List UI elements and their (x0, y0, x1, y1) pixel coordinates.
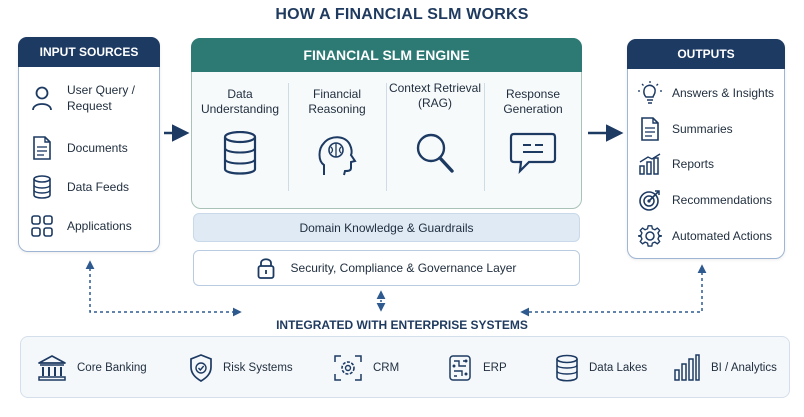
lightbulb-icon (638, 80, 662, 106)
step-divider (288, 83, 289, 191)
step-label: Data Understanding (200, 87, 280, 116)
diagram-title: HOW A FINANCIAL SLM WORKS (275, 6, 529, 23)
system-data-lakes: Data Lakes (555, 337, 647, 399)
engine-step-response-generation: Response Generation (485, 77, 581, 197)
input-item-data-feeds: Data Feeds (29, 174, 153, 200)
output-item-recommendations: Recommendations (638, 187, 778, 213)
output-item-label: Automated Actions (672, 229, 773, 243)
output-item-automated-actions: Automated Actions (638, 223, 778, 249)
system-crm: CRM (333, 337, 399, 399)
system-label: Core Banking (77, 362, 147, 374)
bar-chart-icon (673, 354, 701, 382)
system-erp: ERP (447, 337, 507, 399)
output-item-answers: Answers & Insights (638, 80, 778, 106)
outputs-panel: OUTPUTS Answers & Insights Summaries Rep… (627, 39, 785, 259)
step-divider (386, 83, 387, 191)
engine-step-financial-reasoning: Financial Reasoning (289, 77, 385, 197)
apps-grid-icon (29, 213, 55, 239)
output-item-reports: Reports (638, 151, 778, 177)
engine-step-data-understanding: Data Understanding (192, 77, 288, 197)
input-item-label: User Query / Request (67, 83, 136, 113)
security-layer-bar: Security, Compliance & Governance Layer (193, 250, 580, 286)
output-item-label: Recommendations (672, 193, 773, 207)
step-divider (484, 83, 485, 191)
system-label: Risk Systems (223, 362, 293, 374)
enterprise-heading: INTEGRATED WITH ENTERPRISE SYSTEMS (276, 318, 528, 332)
slm-engine-panel: FINANCIAL SLM ENGINE Data Understanding … (191, 38, 582, 209)
system-risk: Risk Systems (189, 337, 293, 399)
user-icon (29, 85, 55, 111)
output-item-summaries: Summaries (638, 116, 778, 142)
system-label: BI / Analytics (711, 362, 777, 374)
input-item-user-query: User Query / Request (29, 82, 153, 114)
input-item-label: Data Feeds (67, 180, 130, 194)
engine-step-context-retrieval: Context Retrieval (RAG) (387, 77, 483, 197)
circuit-icon (447, 353, 473, 383)
dashed-link-left (85, 260, 242, 317)
input-sources-heading: INPUT SOURCES (18, 37, 160, 67)
step-label: Context Retrieval (RAG) (388, 81, 482, 110)
document-icon (638, 116, 662, 142)
output-item-label: Summaries (672, 122, 733, 136)
system-label: CRM (373, 362, 400, 374)
gear-icon (638, 223, 662, 249)
database-icon (555, 354, 579, 382)
outputs-heading: OUTPUTS (627, 39, 785, 69)
bar-chart-icon (638, 151, 662, 177)
output-item-label: Answers & Insights (672, 86, 775, 100)
brain-head-icon (289, 131, 385, 177)
step-label: Financial Reasoning (308, 87, 366, 116)
output-item-label: Reports (672, 157, 715, 171)
system-core-banking: Core Banking (37, 337, 147, 399)
domain-knowledge-bar: Domain Knowledge & Guardrails (193, 213, 580, 242)
input-sources-panel: INPUT SOURCES User Query / Request Docum… (18, 37, 160, 252)
shield-icon (189, 354, 213, 382)
enterprise-systems-row: Core Banking Risk Systems CRM ERP Data L… (20, 336, 790, 398)
lock-icon (257, 257, 275, 279)
input-item-label: Documents (67, 141, 128, 155)
input-item-applications: Applications (29, 213, 153, 239)
database-icon (29, 174, 55, 200)
security-layer-label: Security, Compliance & Governance Layer (290, 261, 517, 275)
bank-icon (37, 354, 67, 382)
magnifier-icon (387, 131, 483, 175)
step-label: Response Generation (503, 87, 563, 116)
document-icon (29, 135, 55, 161)
engine-heading: FINANCIAL SLM ENGINE (191, 38, 582, 72)
system-label: ERP (483, 362, 507, 374)
domain-knowledge-label: Domain Knowledge & Guardrails (299, 220, 474, 235)
chat-bubble-icon (485, 131, 581, 175)
input-item-documents: Documents (29, 135, 153, 161)
database-icon (192, 131, 288, 175)
system-label: Data Lakes (589, 362, 648, 374)
crm-gear-icon (333, 354, 363, 382)
target-icon (638, 187, 662, 213)
system-bi-analytics: BI / Analytics (673, 337, 777, 399)
input-item-label: Applications (67, 219, 132, 233)
